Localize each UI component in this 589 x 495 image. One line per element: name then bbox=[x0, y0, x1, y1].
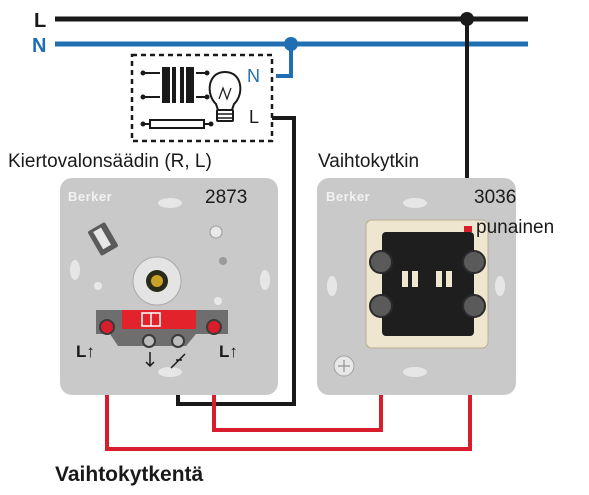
line-rail-label: L bbox=[34, 10, 46, 32]
light-bulb-icon bbox=[208, 70, 242, 122]
switch-common-terminal-mark bbox=[464, 226, 472, 232]
dimmer-device: Berker 2873 L↑ L↑ bbox=[60, 178, 278, 395]
dimmer-mount-hole-right bbox=[260, 270, 270, 290]
dimmer-mount-hole-bottom bbox=[158, 367, 182, 377]
dimmer-right-terminal-label: L↑ bbox=[219, 342, 238, 361]
dimmer-arrow-symbol bbox=[145, 352, 155, 368]
switch-model-label: 3036 bbox=[474, 187, 516, 208]
switch-brand-label: Berker bbox=[326, 189, 370, 204]
transformer-icon bbox=[140, 67, 210, 103]
switch-mount-hole-left bbox=[327, 276, 337, 296]
dimmer-trim-screw bbox=[209, 225, 223, 239]
dimmer-terminal-1 bbox=[99, 319, 115, 335]
dimmer-model-label: 2873 bbox=[205, 187, 247, 208]
dimmer-terminal-4 bbox=[206, 319, 222, 335]
dimmer-dim-symbol bbox=[170, 353, 186, 369]
switch-mount-hole-bottom bbox=[403, 367, 427, 377]
dimmer-brand-label: Berker bbox=[68, 189, 112, 204]
switch-terminal-bottom-left bbox=[369, 294, 393, 318]
dimmer-terminal-2 bbox=[142, 334, 156, 348]
switch-device: Berker 3036 punainen bbox=[317, 178, 554, 395]
switch-terminal-note: punainen bbox=[476, 217, 554, 238]
dimmer-toggle-lever bbox=[88, 222, 118, 256]
switch-mechanism bbox=[382, 232, 474, 336]
neutral-rail-label: N bbox=[32, 35, 46, 57]
switch-mount-hole-right bbox=[495, 276, 505, 296]
dimmer-led-dot bbox=[219, 257, 227, 265]
dimmer-knob-center bbox=[151, 275, 163, 287]
dimmer-title: Kiertovalonsäädin (R, L) bbox=[8, 151, 212, 172]
switch-mount-hole-top bbox=[403, 198, 427, 208]
switch-terminal-top-left bbox=[369, 250, 393, 274]
dimmer-screw-left bbox=[94, 282, 102, 290]
load-n-terminal-label: N bbox=[247, 66, 260, 86]
load-l-terminal-label: L bbox=[249, 107, 259, 127]
neutral-drop-wire bbox=[276, 44, 293, 78]
switch-terminal-top-right bbox=[462, 250, 486, 274]
circuit-label: Vaihtokytkentä bbox=[55, 463, 204, 486]
dimmer-mount-hole-left bbox=[70, 260, 80, 280]
fluorescent-tube-icon bbox=[140, 119, 214, 129]
dimmer-terminal-3 bbox=[171, 334, 185, 348]
dimmer-mount-hole-top bbox=[158, 198, 182, 208]
switch-title: Vaihtokytkin bbox=[318, 151, 419, 172]
dimmer-left-terminal-label: L↑ bbox=[76, 342, 95, 361]
dimmer-screw-right bbox=[214, 297, 222, 305]
switch-terminal-bottom-right bbox=[462, 294, 486, 318]
load-box: N L bbox=[130, 53, 274, 143]
